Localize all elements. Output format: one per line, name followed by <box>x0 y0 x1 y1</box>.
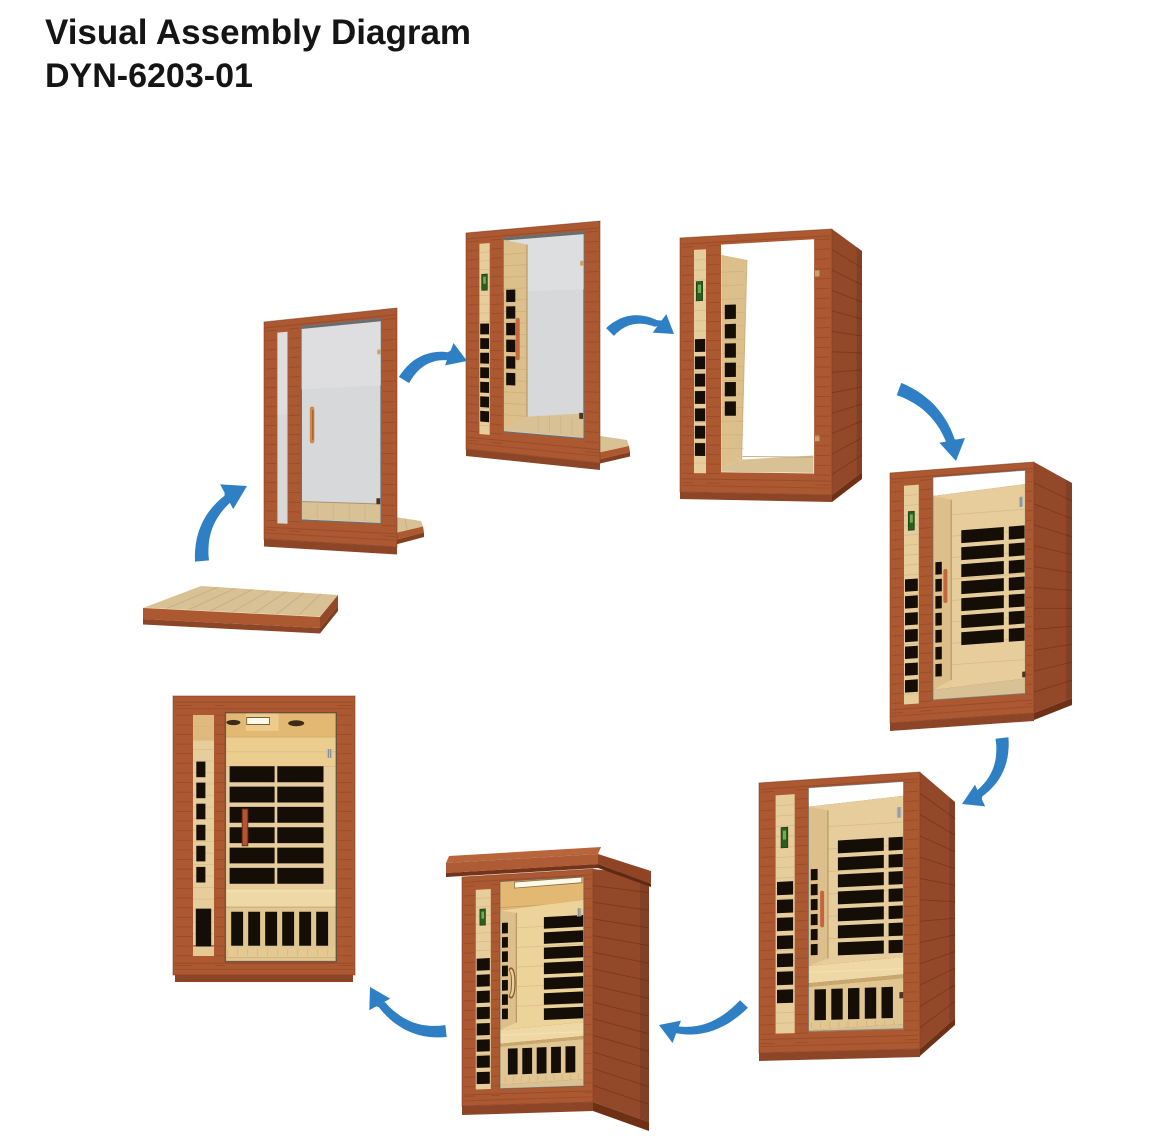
header: Visual Assembly Diagram DYN-6203-01 <box>45 15 471 93</box>
arrow-step6-to-step7 <box>659 1000 748 1043</box>
step-1-floor-panel <box>142 586 338 634</box>
arrow-step7-to-step8 <box>369 987 447 1038</box>
arrow-step1-to-step2 <box>194 484 247 562</box>
step-3-front-wall-plus-left-side-wall <box>465 220 630 470</box>
step-5-cabin-with-back-wall-heaters <box>889 461 1073 731</box>
step-6-cabin-with-bench-installed <box>758 771 956 1061</box>
model-number: DYN-6203-01 <box>45 57 253 95</box>
step-4-walls-with-right-side-panel <box>679 228 863 502</box>
step-8-completed-sauna-front-view <box>172 695 356 982</box>
arrow-step3-to-step4 <box>606 314 674 336</box>
arrow-step2-to-step3 <box>398 343 467 384</box>
step-2-front-wall-with-door-on-floor <box>263 307 424 555</box>
step-7-cabin-with-roof-and-lighting <box>446 847 651 1131</box>
page-title: Visual Assembly Diagram <box>45 13 472 52</box>
arrow-step4-to-step5 <box>896 382 965 461</box>
arrow-step5-to-step6 <box>962 737 1009 807</box>
